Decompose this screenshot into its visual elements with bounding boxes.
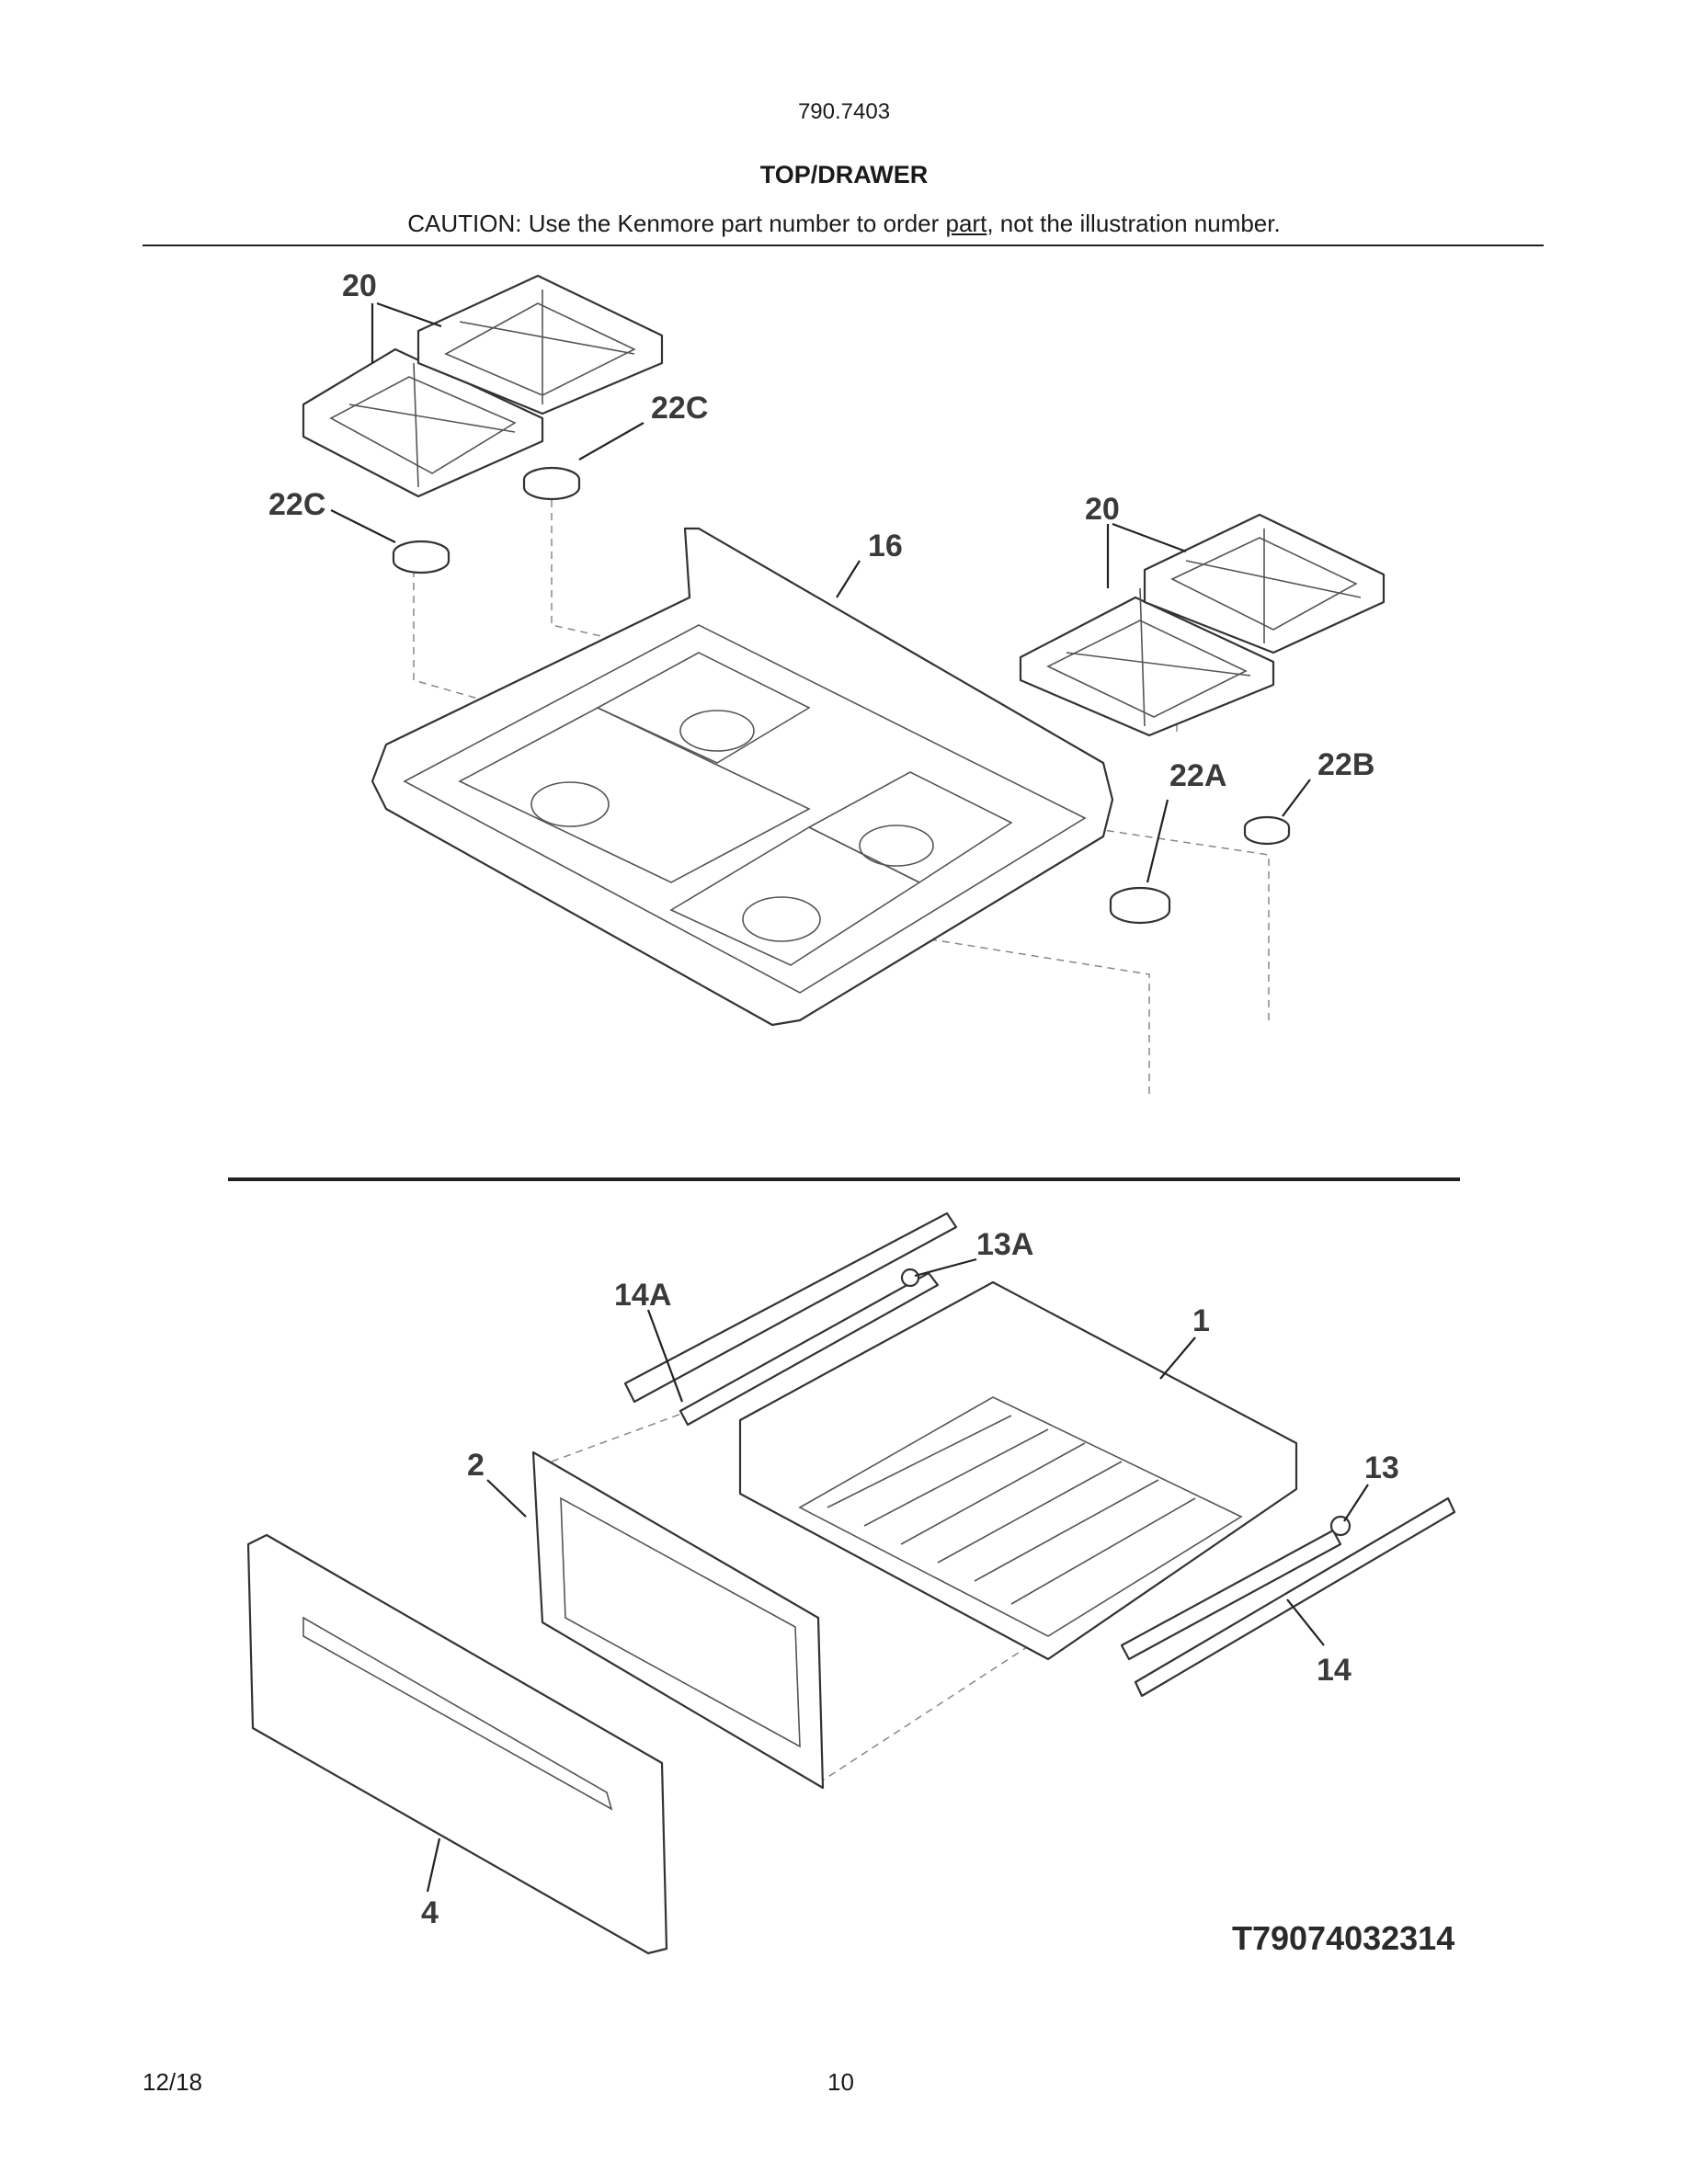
caution-note: CAUTION: Use the Kenmore part number to … (0, 210, 1688, 238)
burner-cap-22a (1109, 886, 1171, 925)
callout-cooktop: 16 (868, 529, 903, 563)
callout-cap-22a: 22A (1169, 758, 1226, 793)
callout-cap-left-upper: 22C (651, 391, 708, 426)
caution-text-after: , not the illustration number. (987, 210, 1281, 237)
callout-drawer-body: 1 (1192, 1303, 1210, 1338)
leader-lines-top (330, 301, 1311, 883)
callout-cap-22b: 22B (1317, 747, 1374, 782)
cooktop-main-top (371, 527, 1114, 1027)
caution-text-before: CAUTION: Use the Kenmore part number to … (407, 210, 946, 237)
callout-slide-14: 14 (1317, 1653, 1352, 1688)
callout-roller-13a: 13A (976, 1227, 1033, 1262)
callout-drawer-front: 4 (421, 1895, 439, 1930)
page-number: 10 (827, 2068, 854, 2096)
section-divider (228, 1177, 1460, 1181)
callout-cap-left-lower: 22C (268, 487, 325, 522)
leader-lines-bottom (426, 1257, 1369, 1893)
drawer-slide-14a (623, 1211, 958, 1427)
drawer-front-panel (246, 1533, 668, 1955)
drawer-liner (531, 1450, 825, 1790)
callout-drawer-liner: 2 (467, 1448, 485, 1483)
grate-pair-left (302, 274, 664, 498)
burner-cap-22c-upper (522, 466, 581, 501)
drawer-body (738, 1280, 1298, 1661)
drawer-slide-14 (1120, 1496, 1456, 1698)
page-title: TOP/DRAWER (759, 161, 929, 188)
footer-date: 12/18 (143, 2068, 203, 2096)
diagram-code: T79074032314 (1232, 1919, 1455, 1957)
callout-roller-13: 13 (1364, 1450, 1399, 1485)
caution-text-underlined: part (945, 210, 987, 237)
grate-pair-right (1019, 513, 1386, 737)
callout-grates-right: 20 (1085, 492, 1120, 527)
callout-slide-14a: 14A (614, 1278, 671, 1313)
callout-grates-left: 20 (342, 268, 377, 303)
burner-cap-22b (1243, 815, 1291, 846)
header-divider (143, 245, 1544, 246)
model-number: 790.7403 (797, 99, 891, 124)
burner-cap-22c-lower (392, 540, 451, 574)
